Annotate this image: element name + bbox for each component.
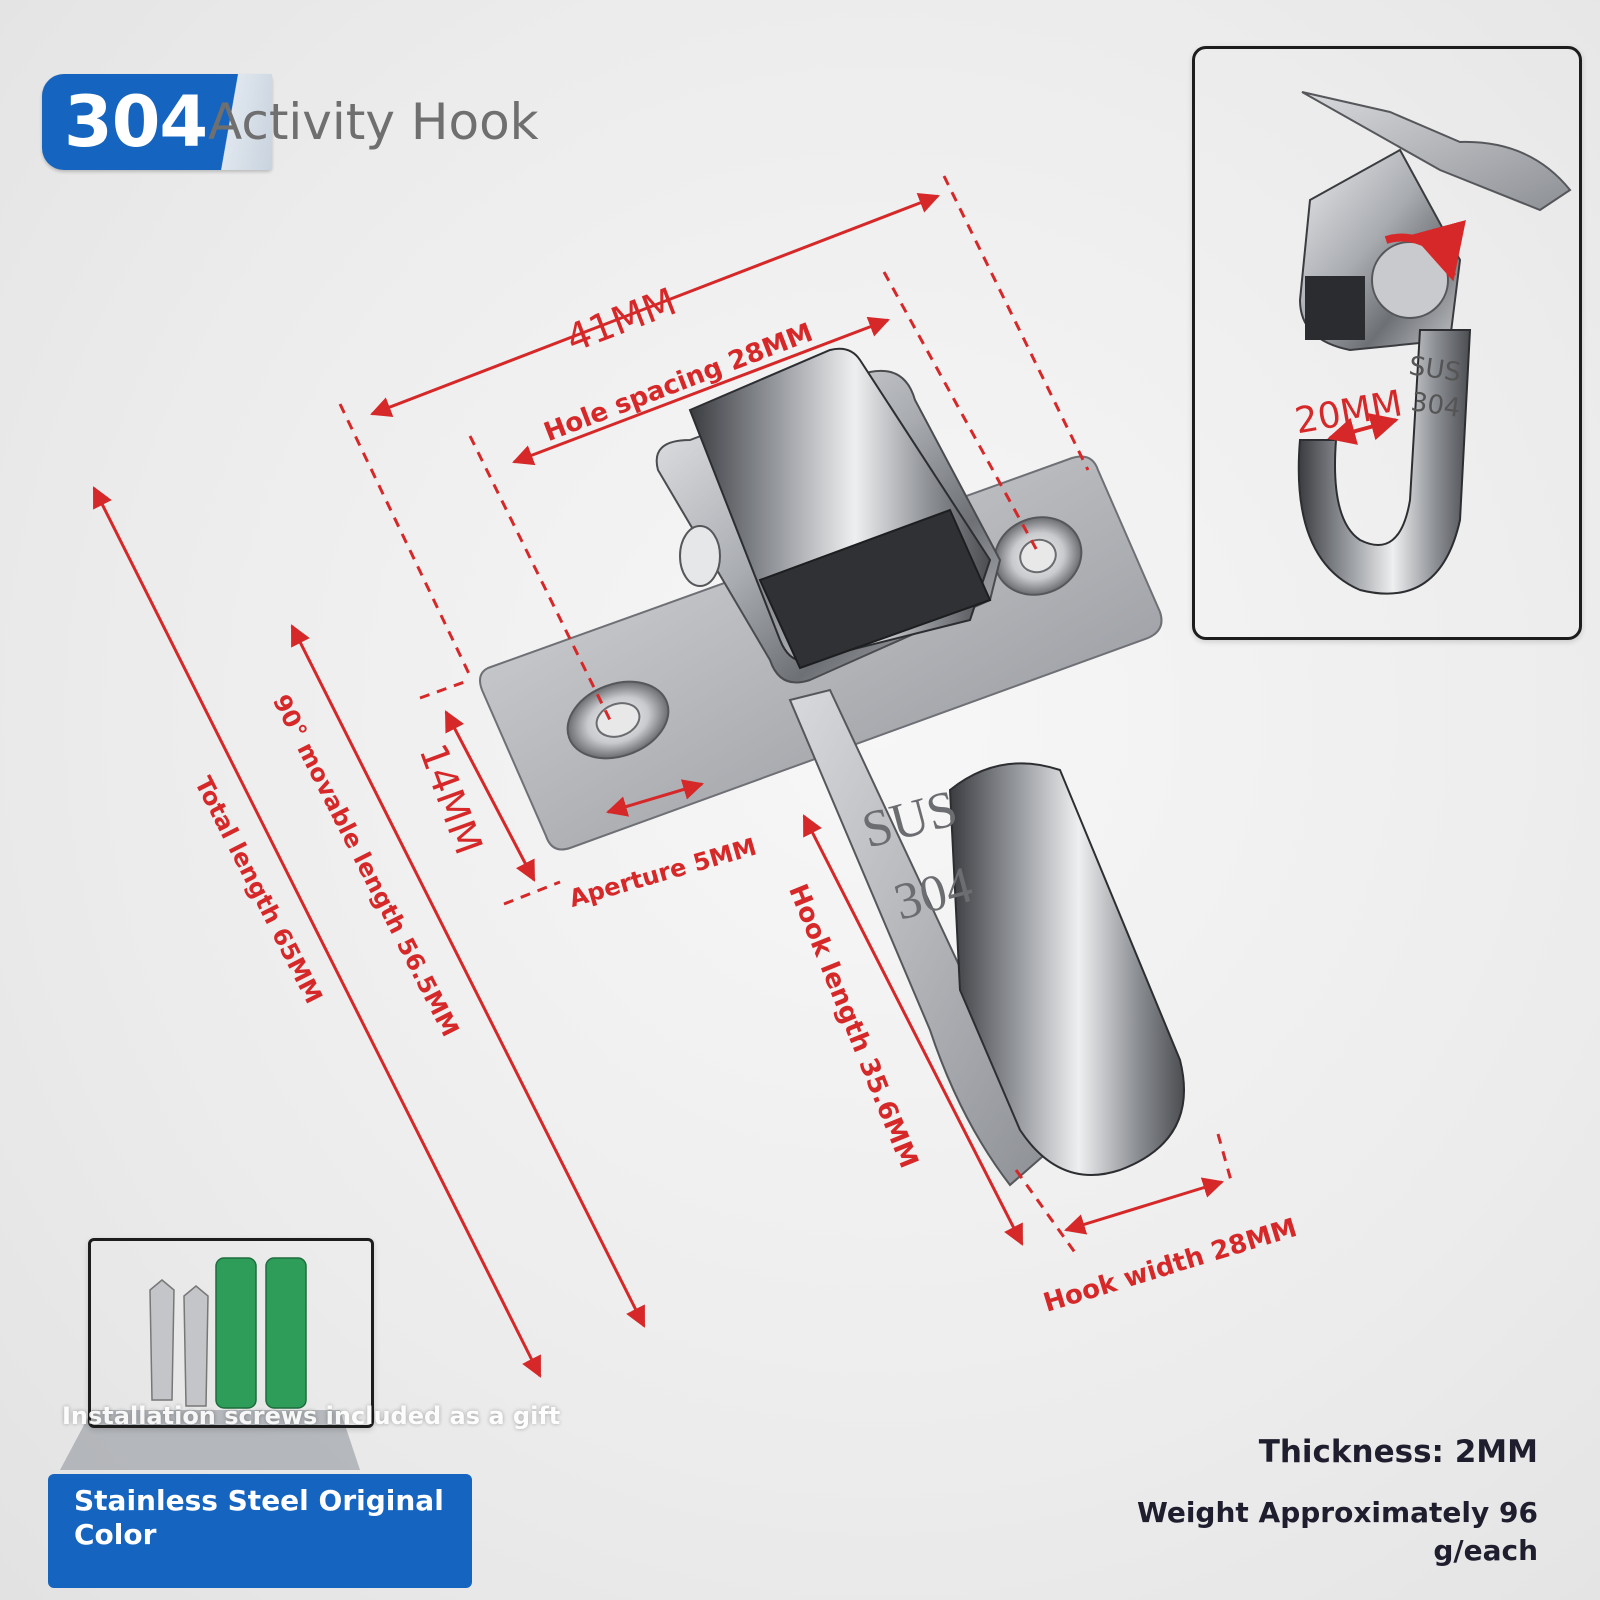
inset-rotation-panel <box>1192 46 1582 640</box>
color-label: Stainless Steel Original Color <box>74 1484 444 1551</box>
title-number: 304 <box>64 81 208 163</box>
inset-hinge-illustration <box>1297 91 1572 595</box>
color-badge <box>48 1474 472 1588</box>
screws-caption: Installation screws included as a gift <box>62 1402 561 1430</box>
weight-spec: Weight Approximately 96 g/each <box>1136 1496 1538 1567</box>
title-text: Activity Hook <box>208 93 539 151</box>
title-badge-accent <box>210 74 272 170</box>
thickness-spec: Thickness: 2MM <box>1258 1434 1538 1470</box>
dimension-lines <box>92 192 1225 1378</box>
hook-arm <box>788 688 1185 1187</box>
inset-screws-panel <box>88 1238 374 1428</box>
inset-stamp-line2: 304 <box>1409 387 1462 424</box>
extension-lines <box>338 175 1234 1255</box>
inset-stamp-line1: SUS <box>1407 351 1463 388</box>
